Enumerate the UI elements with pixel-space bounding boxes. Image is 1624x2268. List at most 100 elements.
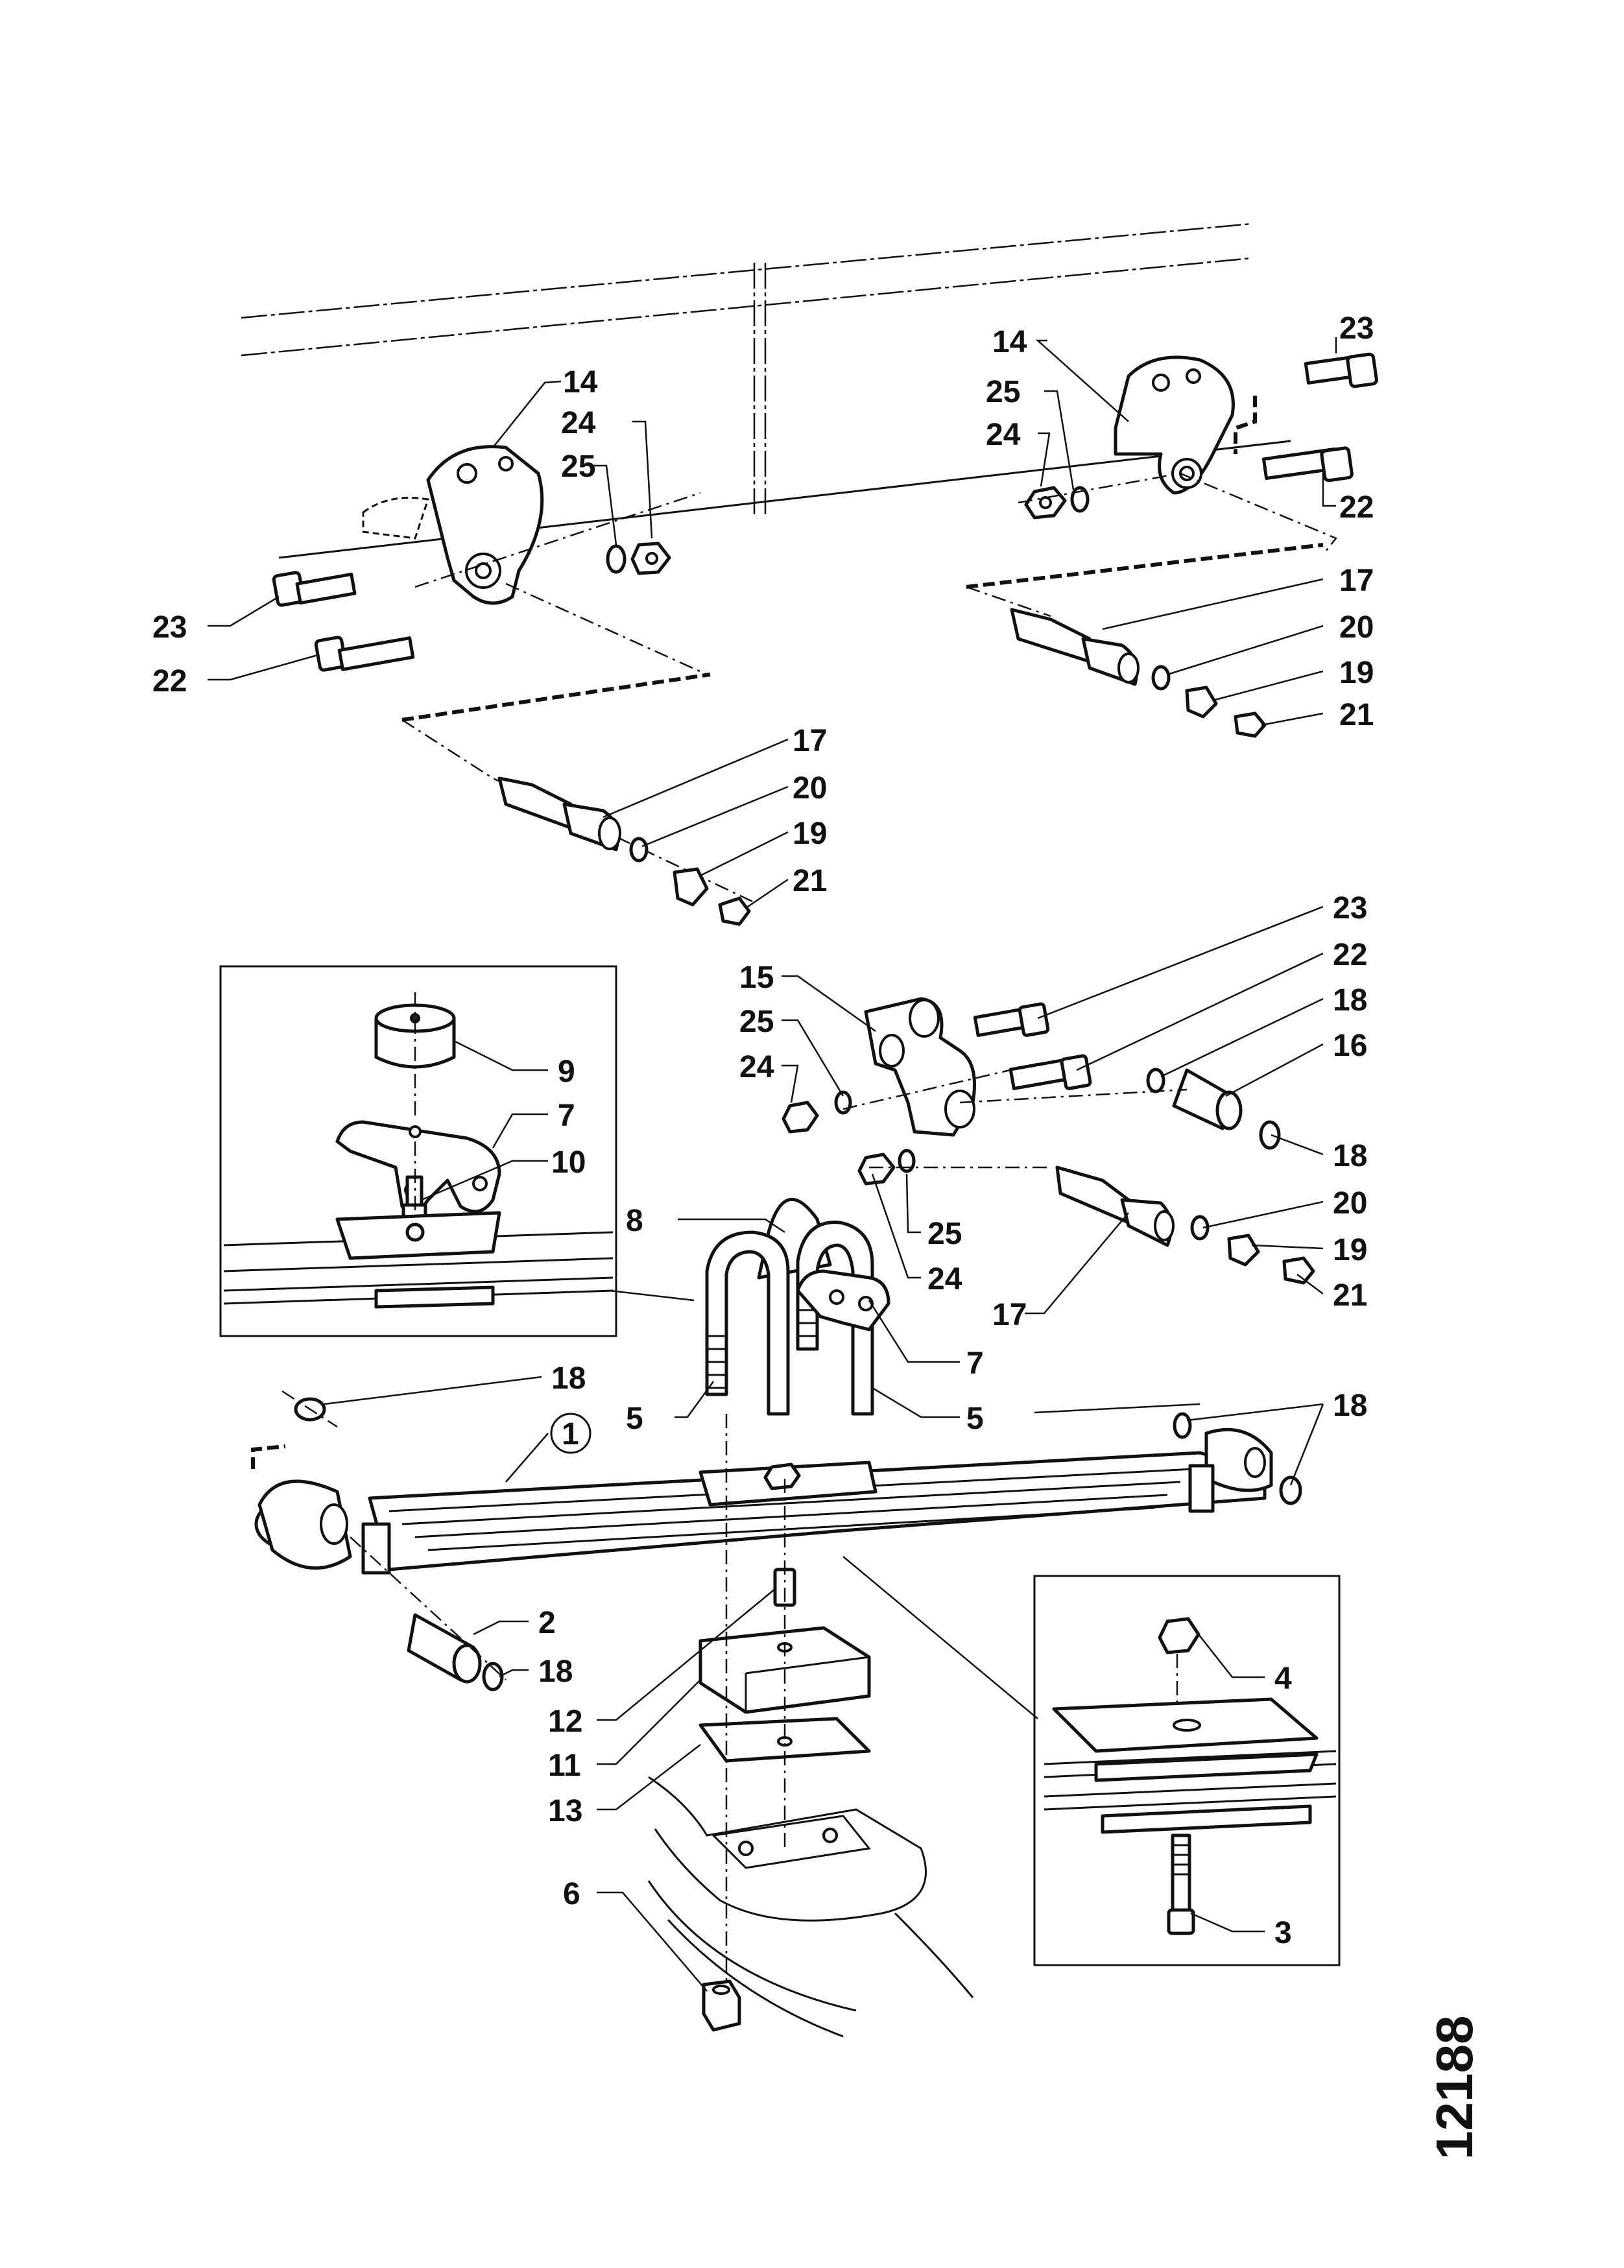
- nut-6: [702, 1979, 741, 2032]
- callout-shackle-washer-18a: 18: [1333, 983, 1367, 1018]
- callout-left-pin-17: 17: [793, 724, 827, 758]
- callout-shackle-nipple-19: 19: [1333, 1233, 1367, 1267]
- callout-inset-nut-4: 4: [1274, 1662, 1292, 1696]
- left-washer-20: [629, 837, 649, 863]
- callout-left-bracket-14: 14: [563, 365, 598, 400]
- right-shackle-pin-17: [1010, 608, 1140, 686]
- left-cap-21: [718, 896, 751, 926]
- callout-right-nut-24: 24: [986, 418, 1021, 452]
- callout-bushing-2: 2: [538, 1606, 556, 1640]
- shackle-bolt-22: [1009, 1054, 1092, 1090]
- callout-right-washer-20: 20: [1339, 610, 1374, 645]
- callout-shackle-washer-25b: 25: [927, 1217, 962, 1251]
- callout-labels: 14 24 25 23 22 14 23 25 24 22 17 20 19 2…: [152, 311, 1374, 1950]
- callout-shackle-bolt-23: 23: [1333, 891, 1367, 925]
- callout-washer-18-top: 18: [551, 1361, 586, 1396]
- right-cap-21: [1234, 711, 1267, 738]
- callout-plate-7: 7: [558, 1099, 575, 1133]
- spring-washer-18-right-b: [1279, 1475, 1302, 1505]
- rubber-buffer-9: [374, 1003, 456, 1069]
- inset-right-spring-leaf: [1044, 1697, 1337, 1834]
- callout-washer-18-right: 18: [1333, 1389, 1367, 1423]
- callout-right-cap-21: 21: [1339, 698, 1374, 732]
- left-grease-nipple-19: [673, 867, 709, 907]
- shim-plate-13: [699, 1717, 871, 1763]
- callout-shackle-cap-21: 21: [1333, 1278, 1367, 1313]
- callout-u-bolt-5-left: 5: [626, 1402, 643, 1436]
- right-washer-20: [1151, 665, 1171, 691]
- right-bolt-22: [1261, 446, 1354, 483]
- callout-shackle-bushing-16: 16: [1333, 1029, 1367, 1063]
- callout-screw-10: 10: [551, 1145, 586, 1180]
- right-grease-nipple-19: [1185, 686, 1218, 719]
- callout-left-cap-21: 21: [793, 864, 827, 898]
- callout-shackle-bolt-22: 22: [1333, 938, 1367, 972]
- leaf-spring-1: [254, 1427, 1273, 1575]
- spring-washer-18-right-a: [1173, 1412, 1192, 1439]
- callout-spacer-11: 11: [548, 1749, 581, 1783]
- callout-right-nipple-19: 19: [1339, 656, 1374, 690]
- callout-right-bolt-22: 22: [1339, 490, 1374, 525]
- callout-pin-12: 12: [548, 1704, 582, 1739]
- callout-shackle-washer-20: 20: [1333, 1186, 1367, 1221]
- callout-shackle-nut-24b: 24: [927, 1262, 962, 1296]
- callout-inset-bolt-3: 3: [1274, 1916, 1292, 1950]
- callout-left-bolt-22: 22: [152, 664, 187, 698]
- right-bolt-23: [1304, 352, 1378, 388]
- shackle-washer-18a: [1146, 1068, 1165, 1093]
- left-bolt-23: [272, 571, 357, 607]
- callout-shim-13: 13: [548, 1794, 582, 1828]
- callout-clamp-plate-7: 7: [966, 1346, 984, 1381]
- callout-left-nipple-19: 19: [793, 817, 827, 851]
- callout-shackle-pin-17: 17: [992, 1298, 1027, 1332]
- shackle-cap-21: [1282, 1256, 1315, 1285]
- callout-left-washer-20: 20: [793, 771, 827, 806]
- callout-u-bolt-5-right: 5: [966, 1402, 984, 1436]
- left-bolt-22: [314, 636, 415, 672]
- leader-lines: [208, 337, 1337, 1992]
- shackle-bushing-16: [1172, 1068, 1243, 1130]
- inset-right: [1033, 1575, 1341, 1966]
- callout-left-nut-24: 24: [561, 406, 596, 440]
- spring-bushing-2: [407, 1613, 482, 1684]
- callout-left-bolt-23: 23: [152, 610, 187, 645]
- shackle-nut-24a: [782, 1101, 819, 1134]
- shackle-washer-25b: [898, 1149, 916, 1173]
- shackle-washer-18b: [1259, 1120, 1281, 1150]
- callout-1-circle: [550, 1413, 591, 1454]
- callout-right-bolt-23: 23: [1339, 311, 1374, 346]
- left-shackle-pin-17: [497, 776, 621, 852]
- callout-right-washer-25: 25: [986, 375, 1020, 409]
- catalog-number: 12188: [1426, 2016, 1483, 2160]
- right-nut-24: [1024, 486, 1067, 519]
- shackle-15: [864, 997, 976, 1137]
- axle-seat: [647, 1776, 974, 2038]
- inset-bolt-3: [1167, 1833, 1195, 1935]
- callout-left-washer-25: 25: [561, 449, 595, 484]
- callout-nut-6: 6: [563, 1877, 580, 1911]
- callout-shackle-nut-24a: 24: [739, 1050, 774, 1084]
- callout-right-bracket-14: 14: [992, 325, 1027, 359]
- shackle-nut-24b: [857, 1152, 896, 1186]
- inset-nut-4: [1158, 1617, 1200, 1654]
- callout-washer-18-lower: 18: [538, 1654, 573, 1689]
- left-spring-bracket: [362, 445, 544, 605]
- left-washer-25: [606, 544, 627, 574]
- u-bolt-5-left: [705, 1230, 790, 1416]
- callout-shackle-washer-25a: 25: [739, 1005, 774, 1039]
- left-nut-24: [630, 542, 671, 575]
- right-washer-25: [1070, 486, 1090, 513]
- u-bolt-5-right: [796, 1221, 874, 1416]
- callout-buffer-9: 9: [558, 1055, 575, 1089]
- callout-leaf-spring-1: 1: [562, 1417, 579, 1451]
- shackle-pin-17: [1055, 1165, 1175, 1247]
- inset-left: [219, 965, 617, 1337]
- shackle-bolt-23: [973, 1002, 1050, 1037]
- shackle-washer-20: [1190, 1215, 1210, 1241]
- right-spring-bracket: [1114, 355, 1257, 495]
- inset-left-spring-leaf: [223, 1211, 614, 1309]
- callout-right-pin-17: 17: [1339, 564, 1374, 598]
- callout-clamp-8: 8: [626, 1204, 643, 1238]
- callout-shackle-15: 15: [739, 961, 774, 995]
